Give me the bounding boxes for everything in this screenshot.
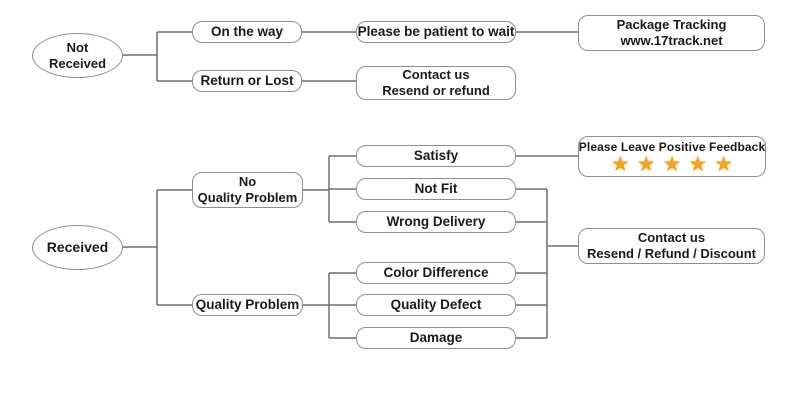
node-contact-us-resend-line2: Resend or refund (382, 83, 490, 98)
node-package-tracking-url: www.17track.net (620, 33, 723, 48)
node-quality-defect: Quality Defect (356, 294, 516, 316)
node-positive-feedback: Please Leave Positive Feedback ★ ★ ★ ★ ★ (578, 136, 766, 177)
node-positive-feedback-label: Please Leave Positive Feedback (578, 140, 766, 155)
node-color-difference: Color Difference (356, 262, 516, 284)
node-return-or-lost: Return or Lost (192, 70, 302, 92)
node-not-received: Not Received (32, 33, 123, 78)
node-received: Received (32, 225, 123, 270)
node-return-or-lost-label: Return or Lost (200, 72, 294, 88)
node-not-fit: Not Fit (356, 178, 516, 200)
node-satisfy-label: Satisfy (413, 147, 459, 163)
node-satisfy: Satisfy (356, 145, 516, 167)
five-star-rating: ★ ★ ★ ★ ★ (611, 154, 733, 175)
star-icon: ★ (662, 152, 682, 176)
node-no-quality-problem: No Quality Problem (192, 172, 303, 208)
node-quality-problem: Quality Problem (192, 294, 303, 316)
node-contact-us-full-line1: Contact us (637, 230, 706, 246)
node-contact-us-full-line2: Resend / Refund / Discount (586, 246, 756, 261)
node-wrong-delivery-label: Wrong Delivery (386, 213, 486, 229)
star-icon: ★ (688, 152, 708, 176)
node-on-the-way-label: On the way (210, 23, 283, 39)
star-icon: ★ (636, 152, 656, 176)
node-contact-us-resend-refund: Contact us Resend or refund (356, 66, 516, 100)
node-no-quality-problem-line1: No (238, 174, 257, 190)
node-quality-problem-label: Quality Problem (195, 296, 300, 312)
node-please-be-patient-label: Please be patient to wait (357, 23, 515, 39)
node-not-fit-label: Not Fit (414, 180, 458, 196)
node-damage: Damage (356, 327, 516, 349)
node-not-received-label-line1: Not (66, 39, 89, 55)
node-damage-label: Damage (409, 329, 463, 345)
star-icon: ★ (714, 152, 734, 176)
node-wrong-delivery: Wrong Delivery (356, 211, 516, 233)
node-color-difference-label: Color Difference (383, 264, 489, 280)
node-quality-defect-label: Quality Defect (390, 296, 482, 312)
node-no-quality-problem-line2: Quality Problem (197, 190, 298, 205)
node-not-received-label-line2: Received (48, 55, 107, 71)
node-package-tracking: Package Tracking www.17track.net (578, 15, 765, 51)
star-icon: ★ (610, 152, 630, 176)
node-please-be-patient: Please be patient to wait (356, 21, 516, 43)
node-contact-us-resend-refund-discount: Contact us Resend / Refund / Discount (578, 228, 765, 264)
node-package-tracking-label-line1: Package Tracking (616, 17, 727, 33)
node-contact-us-resend-line1: Contact us (402, 67, 470, 83)
node-on-the-way: On the way (192, 21, 302, 43)
node-received-label: Received (46, 238, 109, 255)
